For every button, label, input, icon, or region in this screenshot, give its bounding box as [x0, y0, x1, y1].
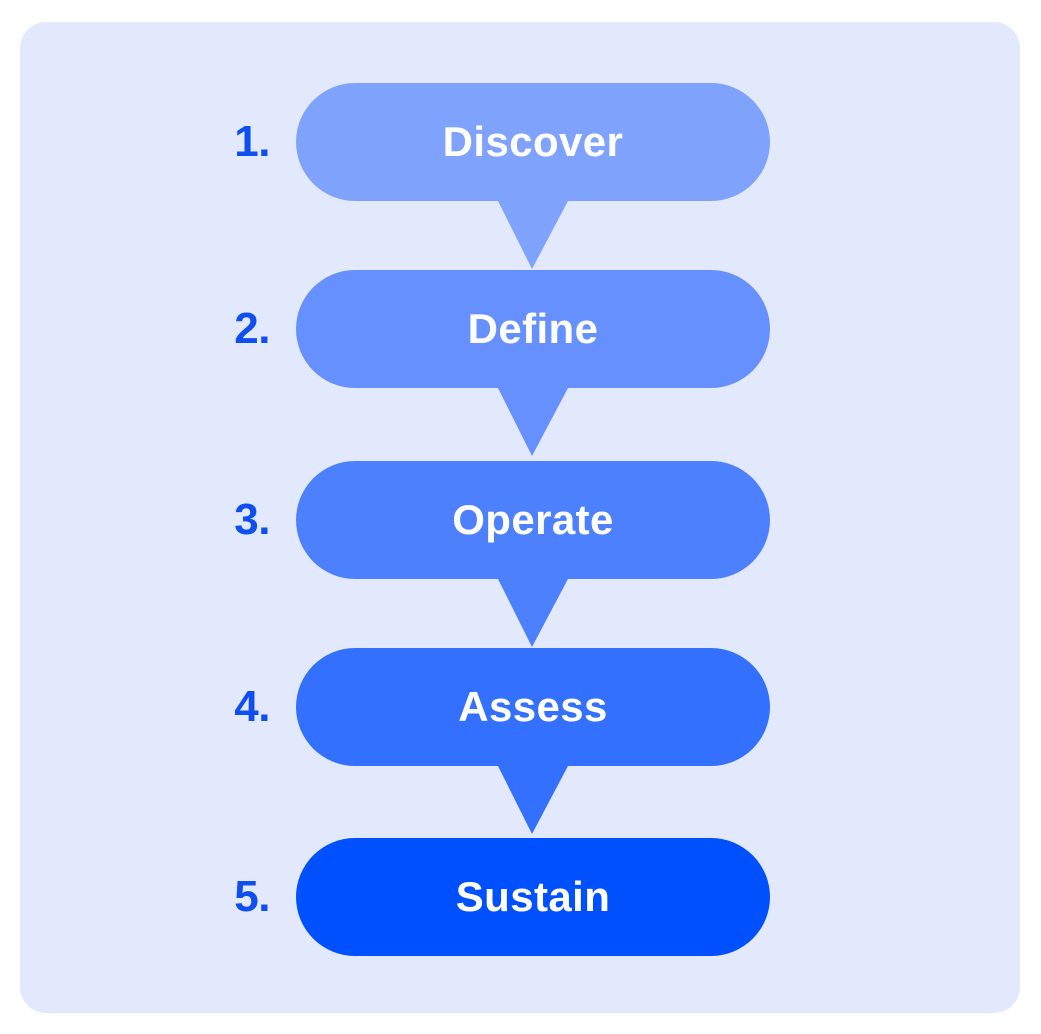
process-step-shape — [296, 838, 770, 956]
process-step-number: 1. — [234, 117, 270, 166]
process-step-number: 5. — [234, 872, 270, 921]
process-step-shape — [296, 648, 770, 834]
process-step-number: 4. — [234, 682, 270, 731]
process-step-shape — [296, 270, 770, 456]
pill-with-arrow-tail-icon — [296, 83, 770, 269]
process-step-number: 2. — [234, 304, 270, 353]
pill-shape-icon — [296, 838, 770, 956]
process-step-shape — [296, 461, 770, 647]
pill-with-arrow-tail-icon — [296, 461, 770, 647]
process-step-number: 3. — [234, 495, 270, 544]
process-step-shape — [296, 83, 770, 269]
pill-with-arrow-tail-icon — [296, 648, 770, 834]
pill-with-arrow-tail-icon — [296, 270, 770, 456]
